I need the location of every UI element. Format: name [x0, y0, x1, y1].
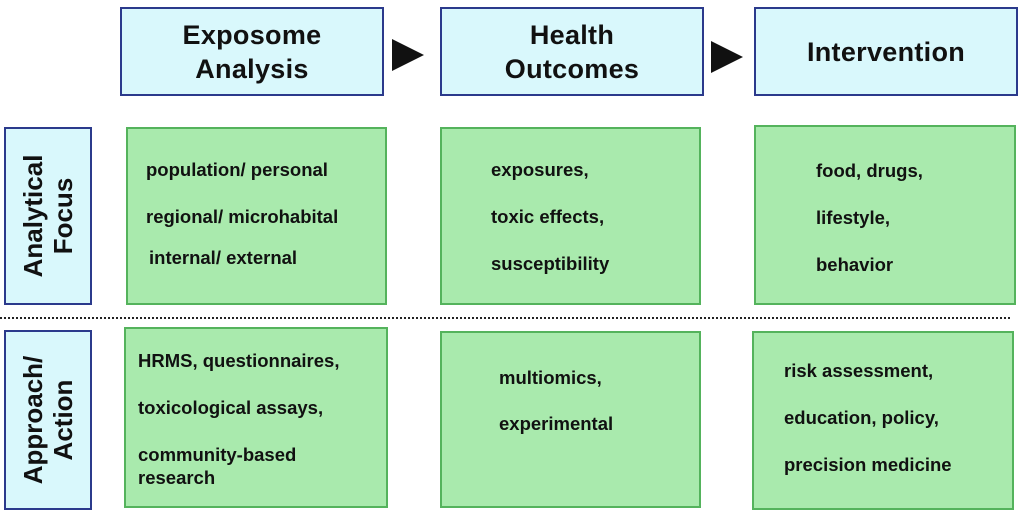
stage-exposome-analysis: Exposome Analysis: [120, 7, 384, 96]
stage-title-line: Analysis: [195, 53, 309, 84]
cell-item: population/ personal: [146, 159, 328, 180]
cell-item: regional/ microhabital: [146, 206, 339, 227]
row-label-line: Action: [48, 379, 78, 461]
cell-item: lifestyle,: [816, 207, 891, 228]
cell-item: toxicological assays,: [138, 397, 324, 418]
action-cell-intervention: risk assessment, education, policy, prec…: [752, 331, 1014, 510]
cell-item: risk assessment,: [784, 360, 934, 381]
cell-item: precision medicine: [784, 454, 952, 475]
cell-item: research: [138, 467, 216, 488]
cell-item: food, drugs,: [816, 160, 923, 181]
stage-title-line: Exposome: [182, 19, 322, 50]
focus-cell-exposome: population/ personal regional/ microhabi…: [126, 127, 387, 305]
cell-item: HRMS, questionnaires,: [138, 350, 340, 371]
cell-item: education, policy,: [784, 407, 939, 428]
row-label-line: Approach/: [18, 355, 48, 485]
stage-intervention: Intervention: [754, 7, 1018, 96]
row-label-analytical-focus: Analytical Focus: [4, 127, 92, 305]
action-cell-health: multiomics, experimental: [440, 331, 701, 508]
row-label-line: Focus: [48, 177, 78, 255]
row-label-approach-action: Approach/ Action: [4, 330, 92, 510]
cell-item: community-based: [138, 444, 297, 465]
focus-cell-health: exposures, toxic effects, susceptibility: [440, 127, 701, 305]
flow-arrow-2: [711, 41, 743, 73]
row-label-line: Analytical: [18, 154, 48, 278]
stage-title-line: Health: [529, 19, 615, 50]
cell-item: multiomics,: [499, 367, 602, 388]
cell-item: exposures,: [491, 159, 589, 180]
action-cell-exposome: HRMS, questionnaires, toxicological assa…: [124, 327, 388, 508]
cell-item: behavior: [816, 254, 894, 275]
cell-item: susceptibility: [491, 253, 610, 274]
stage-title-line: Intervention: [806, 36, 966, 67]
cell-item: internal/ external: [149, 247, 298, 268]
cell-item: toxic effects,: [491, 206, 605, 227]
stage-title-line: Outcomes: [504, 53, 640, 84]
row-divider: [0, 317, 1010, 319]
focus-cell-intervention: food, drugs, lifestyle, behavior: [754, 125, 1016, 305]
cell-item: experimental: [499, 413, 614, 434]
flow-arrow-1: [392, 39, 424, 71]
stage-health-outcomes: Health Outcomes: [440, 7, 704, 96]
